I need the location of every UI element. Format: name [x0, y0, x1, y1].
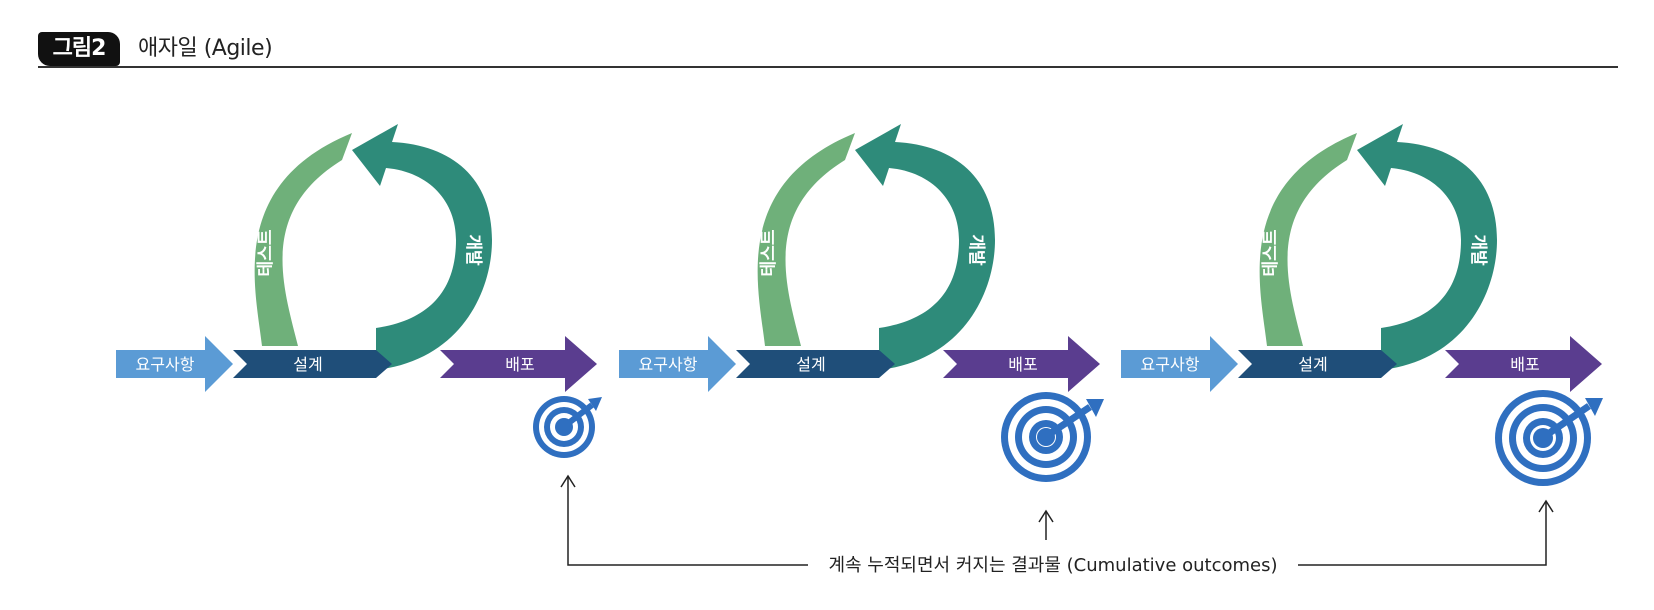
agile-cycle-1: 요구사항 설계 배포 테스트 개발	[116, 124, 602, 458]
development-arc	[1357, 124, 1497, 370]
agile-cycle-3: 요구사항 설계 배포 테스트 개발	[1121, 124, 1603, 486]
left-connector-line	[567, 477, 808, 566]
deploy-arrow	[440, 336, 597, 392]
deploy-arrow	[943, 336, 1100, 392]
requirements-arrow	[619, 336, 736, 392]
target-icon	[533, 396, 602, 458]
right-arrow-up-icon	[1538, 499, 1554, 513]
target-icon	[1001, 392, 1104, 482]
deploy-label: 배포	[505, 355, 534, 374]
design-arrow	[233, 350, 392, 378]
design-label: 설계	[293, 355, 322, 374]
test-arc	[1259, 133, 1357, 346]
target-icon	[1495, 390, 1603, 486]
figure-title: 애자일 (Agile)	[138, 36, 273, 61]
requirements-arrow	[116, 336, 233, 392]
test-label: 테스트	[759, 229, 779, 276]
development-label: 개발	[966, 234, 986, 266]
design-label: 설계	[1298, 355, 1327, 374]
left-arrow-up-icon	[560, 474, 576, 488]
design-label: 설계	[796, 355, 825, 374]
deploy-label: 배포	[1510, 355, 1539, 374]
test-label: 테스트	[256, 229, 276, 276]
agile-cycle-2: 요구사항 설계 배포 테스트 개발	[619, 124, 1104, 482]
right-connector-line	[1298, 502, 1547, 566]
figure-badge: 그림2	[38, 32, 120, 66]
requirements-label: 요구사항	[639, 355, 698, 374]
design-arrow	[1238, 350, 1397, 378]
design-arrow	[736, 350, 895, 378]
deploy-label: 배포	[1008, 355, 1037, 374]
requirements-label: 요구사항	[136, 355, 195, 374]
test-arc	[254, 133, 352, 346]
header-divider	[38, 66, 1618, 68]
deploy-arrow	[1445, 336, 1602, 392]
test-arc	[757, 133, 855, 346]
development-arc	[855, 124, 995, 370]
development-arc	[352, 124, 492, 370]
test-label: 테스트	[1261, 229, 1281, 276]
requirements-label: 요구사항	[1141, 355, 1200, 374]
development-label: 개발	[1468, 234, 1488, 266]
development-label: 개발	[463, 234, 483, 266]
outcomes-connector	[560, 474, 1554, 566]
middle-arrow-up-icon	[1038, 509, 1054, 523]
requirements-arrow	[1121, 336, 1238, 392]
outcomes-label: 계속 누적되면서 커지는 결과물 (Cumulative outcomes)	[828, 555, 1277, 576]
figure-header: 그림2 애자일 (Agile)	[38, 28, 1618, 72]
